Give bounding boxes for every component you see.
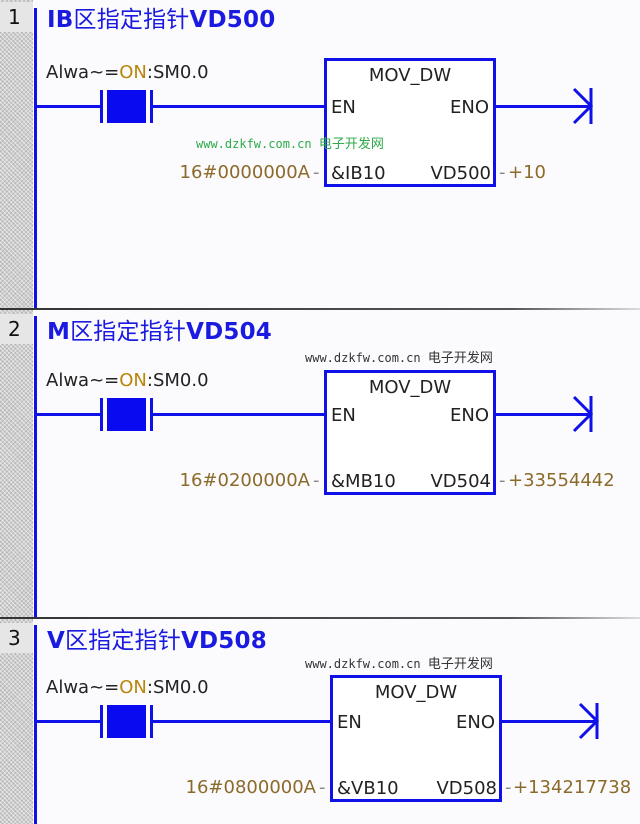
- mov-dw-block[interactable]: MOV_DW EN ENO &MB10 VD504: [324, 370, 496, 495]
- watermark-url: www.dzkfw.com.cn: [305, 351, 421, 365]
- en-pin: EN: [331, 405, 356, 426]
- output-arrow-icon: [572, 87, 594, 125]
- in-value: 16#0200000A: [179, 470, 310, 491]
- title-suffix: VD504: [186, 319, 272, 345]
- network-2[interactable]: 2 M区指定指针VD504 www.dzkfw.com.cn 电子开发网 Alw…: [0, 308, 640, 617]
- power-rail: [34, 316, 37, 617]
- watermark: www.dzkfw.com.cn 电子开发网: [196, 137, 384, 152]
- contact-label: Alwa~=ON:SM0.0: [46, 62, 209, 84]
- network-title[interactable]: V区指定指针VD508: [47, 627, 267, 655]
- out-pin: VD508: [436, 778, 497, 799]
- title-prefix: IB: [47, 7, 74, 33]
- in-pin: &MB10: [331, 471, 396, 492]
- eno-pin: ENO: [449, 405, 489, 426]
- watermark-url: www.dzkfw.com.cn: [196, 137, 312, 151]
- network-3[interactable]: 3 V区指定指针VD508 www.dzkfw.com.cn 电子开发网 Alw…: [0, 617, 640, 824]
- contact-label-prefix: Alwa~=: [46, 62, 120, 83]
- title-cjk: 区指定指针: [73, 7, 190, 33]
- en-pin: EN: [331, 97, 356, 118]
- in-pin: &VB10: [337, 778, 399, 799]
- out-pin: VD504: [430, 471, 491, 492]
- contact-label: Alwa~=ON:SM0.0: [46, 370, 209, 392]
- contact-state: ON: [119, 62, 147, 83]
- out-dash: -: [499, 470, 506, 491]
- power-rail: [34, 625, 37, 824]
- in-dash: -: [319, 777, 326, 798]
- en-pin: EN: [337, 712, 362, 733]
- mov-dw-block[interactable]: MOV_DW EN ENO &IB10 VD500: [324, 58, 496, 187]
- block-name: MOV_DW: [368, 65, 452, 86]
- wire: [502, 720, 596, 723]
- watermark-text: 电子开发网: [318, 137, 384, 152]
- output-arrow-icon: [572, 395, 594, 433]
- network-title[interactable]: IB区指定指针VD500: [47, 6, 275, 34]
- watermark-text: 电子开发网: [427, 351, 493, 366]
- out-dash: -: [505, 777, 512, 798]
- contact-address: :SM0.0: [146, 677, 209, 698]
- title-prefix: M: [47, 319, 71, 345]
- wire: [153, 720, 330, 723]
- contact-label-prefix: Alwa~=: [46, 677, 120, 698]
- block-name: MOV_DW: [368, 377, 452, 398]
- out-pin: VD500: [430, 163, 491, 184]
- title-suffix: VD500: [189, 7, 276, 33]
- title-suffix: VD508: [181, 628, 267, 654]
- wire: [153, 105, 324, 108]
- contact-address: :SM0.0: [146, 62, 209, 83]
- wire: [37, 413, 100, 416]
- network-title[interactable]: M区指定指针VD504: [47, 318, 272, 346]
- in-pin: &IB10: [331, 163, 386, 184]
- network-number: 3: [0, 623, 33, 653]
- wire: [37, 720, 100, 723]
- in-value: 16#0000000A: [179, 162, 310, 183]
- title-prefix: V: [47, 628, 66, 654]
- wire: [153, 413, 324, 416]
- title-cjk: 区指定指针: [70, 319, 187, 345]
- out-value: +10: [508, 162, 546, 183]
- in-dash: -: [313, 162, 320, 183]
- contact-address: :SM0.0: [146, 370, 209, 391]
- network-number: 1: [0, 2, 33, 32]
- out-value: +33554442: [508, 470, 615, 491]
- mov-dw-block[interactable]: MOV_DW EN ENO &VB10 VD508: [330, 675, 502, 802]
- contact-state: ON: [119, 370, 147, 391]
- watermark: www.dzkfw.com.cn 电子开发网: [305, 351, 493, 366]
- wire: [496, 413, 590, 416]
- watermark: www.dzkfw.com.cn 电子开发网: [305, 657, 493, 672]
- network-1[interactable]: 1 IB区指定指针VD500 Alwa~=ON:SM0.0 MOV_DW EN …: [0, 0, 640, 308]
- wire: [496, 105, 590, 108]
- contact-state: ON: [119, 677, 147, 698]
- eno-pin: ENO: [449, 97, 489, 118]
- out-dash: -: [499, 162, 506, 183]
- contact-label-prefix: Alwa~=: [46, 370, 120, 391]
- power-rail: [34, 8, 37, 308]
- contact-label: Alwa~=ON:SM0.0: [46, 677, 209, 699]
- watermark-url: www.dzkfw.com.cn: [305, 657, 421, 671]
- network-separator: [0, 308, 640, 310]
- title-cjk: 区指定指针: [65, 628, 182, 654]
- network-gutter: [0, 0, 33, 824]
- in-value: 16#0800000A: [185, 777, 316, 798]
- eno-pin: ENO: [455, 712, 495, 733]
- network-separator: [0, 617, 640, 619]
- output-arrow-icon: [578, 702, 600, 740]
- wire: [37, 105, 100, 108]
- in-dash: -: [313, 470, 320, 491]
- watermark-text: 电子开发网: [427, 657, 493, 672]
- block-name: MOV_DW: [374, 682, 458, 703]
- network-number: 2: [0, 314, 33, 344]
- out-value: +134217738: [513, 777, 632, 798]
